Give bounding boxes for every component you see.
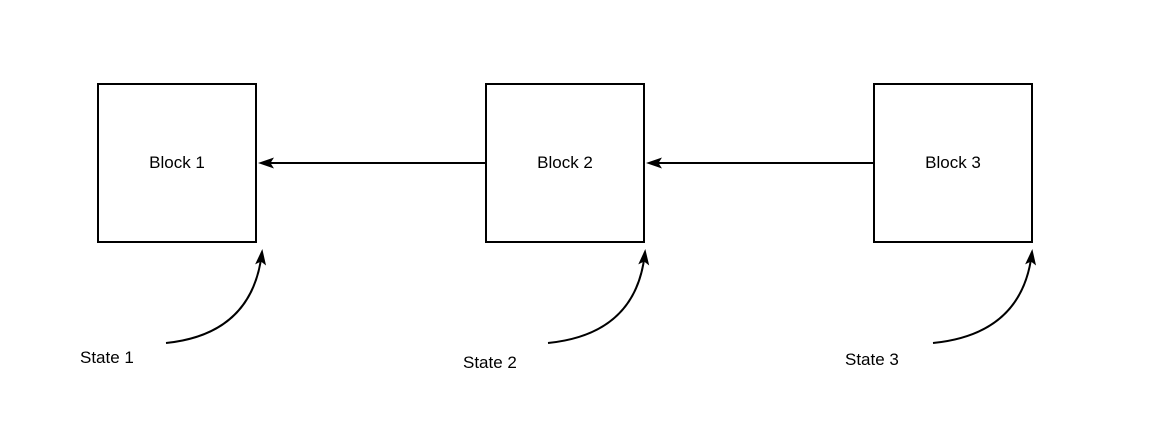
curved-arrow-state3-to-block3 bbox=[932, 249, 1037, 344]
curved-arrow-state1-to-block1 bbox=[165, 249, 267, 344]
state-label-1: State 1 bbox=[80, 348, 134, 367]
block-1: Block 1 bbox=[97, 83, 257, 243]
block-3: Block 3 bbox=[873, 83, 1033, 243]
block-2: Block 2 bbox=[485, 83, 645, 243]
curved-arrow-state2-to-block2 bbox=[547, 249, 650, 344]
state-label-2: State 2 bbox=[463, 353, 517, 372]
state-label-3: State 3 bbox=[845, 350, 899, 369]
